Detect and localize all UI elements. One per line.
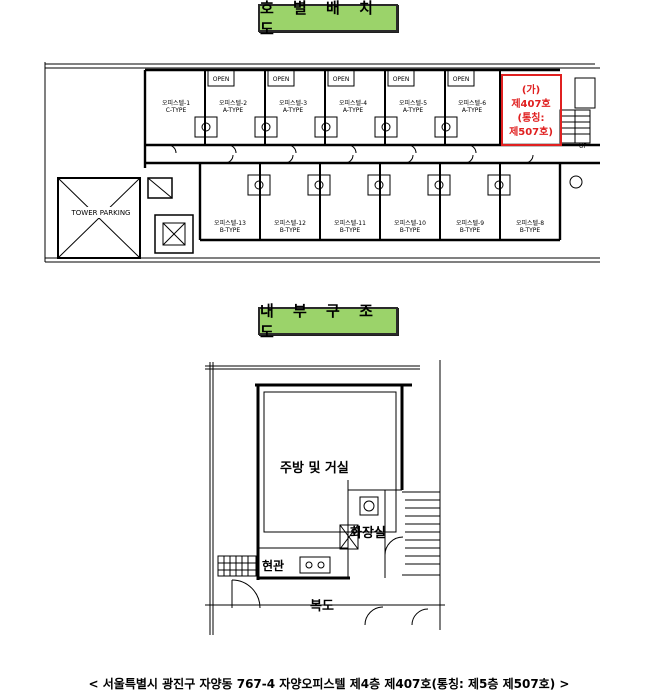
open-label: OPEN	[333, 76, 350, 83]
unit-type: B-TYPE	[400, 227, 421, 234]
highlight-line4: 제507호)	[509, 125, 553, 138]
highlighted-unit: (가) 제407호 (통칭: 제507호)	[501, 74, 562, 146]
highlight-line1: (가)	[522, 83, 540, 96]
unit-type: B-TYPE	[280, 227, 301, 234]
unit-type: A-TYPE	[283, 107, 304, 114]
unit-type: A-TYPE	[223, 107, 244, 114]
open-label: OPEN	[393, 76, 410, 83]
unit-label: 오피스텔-8	[516, 219, 544, 227]
highlight-line2: 제407호	[511, 97, 550, 110]
corridor-label: 복도	[310, 599, 334, 614]
tower-parking-label: TOWER PARKING	[71, 209, 131, 217]
unit-type: B-TYPE	[460, 227, 481, 234]
unit-label: 오피스텔-4	[339, 99, 367, 107]
unit-label: 오피스텔-6	[458, 99, 486, 107]
unit-type: A-TYPE	[403, 107, 424, 114]
unit-type: A-TYPE	[462, 107, 483, 114]
unit-label: 오피스텔-5	[399, 99, 427, 107]
open-label: OPEN	[453, 76, 470, 83]
unit-type: B-TYPE	[340, 227, 361, 234]
address-caption: < 서울특별시 광진구 자양동 767-4 자양오피스텔 제4층 제407호(통…	[88, 677, 570, 691]
floor-layout-title-text: 호 별 배 치 도	[260, 0, 380, 38]
unit-type: B-TYPE	[520, 227, 541, 234]
unit-label: 오피스텔-12	[274, 219, 306, 227]
unit-label: 오피스텔-11	[334, 219, 366, 227]
unit-label: 오피스텔-1	[162, 99, 190, 107]
shoe-rack	[217, 555, 257, 577]
unit-type: B-TYPE	[220, 227, 241, 234]
open-label: OPEN	[213, 76, 230, 83]
interior-title: 내 부 구 조 도	[258, 302, 398, 341]
floor-layout-title: 호 별 배 치 도	[258, 0, 398, 38]
entrance-label: 현관	[262, 558, 284, 573]
unit-label: 오피스텔-10	[394, 219, 426, 227]
stair-core	[147, 177, 194, 254]
living-kitchen-label: 주방 및 거실	[280, 460, 349, 476]
up-label: UP	[579, 143, 587, 150]
unit-label: 오피스텔-9	[456, 219, 484, 227]
staircase	[402, 491, 441, 576]
highlight-line3: (통칭:	[518, 111, 545, 124]
unit-label: 오피스텔-13	[214, 219, 246, 227]
unit-label: 오피스텔-2	[219, 99, 247, 107]
tower-parking: TOWER PARKING	[57, 177, 141, 259]
unit-label: 오피스텔-3	[279, 99, 307, 107]
open-label: OPEN	[273, 76, 290, 83]
unit-type: A-TYPE	[343, 107, 364, 114]
interior-title-text: 내 부 구 조 도	[260, 302, 380, 341]
floor-plan: OPEN OPEN OPEN OPEN OPEN 오피스텔-1	[44, 62, 600, 263]
bathroom-label: 화장실	[350, 525, 386, 541]
unit-type: C-TYPE	[166, 107, 187, 114]
